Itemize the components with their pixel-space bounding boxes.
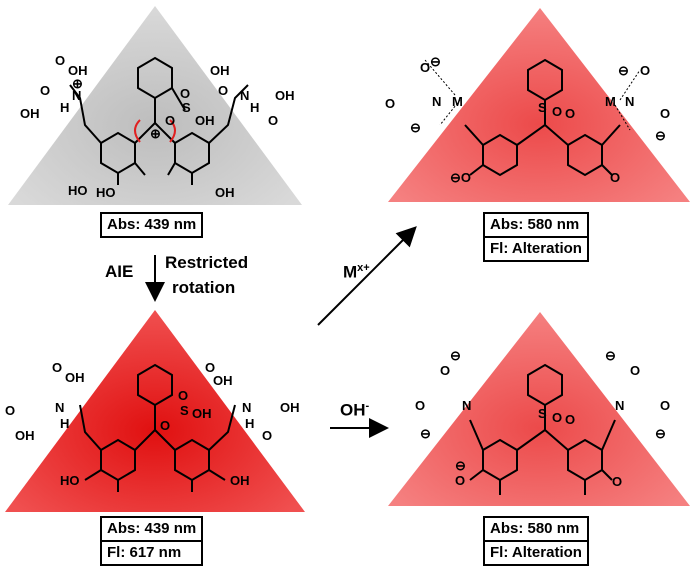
atom-label: ⊖ [410,120,421,135]
atom-label: OH [230,473,250,488]
atom-label: OH [215,185,235,200]
abs-value: Abs: 580 nm [490,520,580,537]
hydroxide-label: OH- [340,400,369,421]
atom-label: O [612,474,622,489]
atom-label: M [605,94,616,109]
atom-label: O [268,113,278,128]
atom-label: O [440,363,450,378]
atom-label: ⊕ [72,76,83,91]
atom-label: OH [68,63,88,78]
structure-bottom-left: OH O N H OH O S O OH O OH O N H OH O HO … [5,360,300,492]
metal-charge: x+ [357,262,370,274]
atom-label: ⊖ [655,426,666,441]
atom-label: H [250,100,259,115]
atom-label: N [72,88,81,103]
metal-ion-label: Mx+ [343,262,370,283]
abs-value: Abs: 439 nm [107,520,197,537]
atom-label: OH [15,428,35,443]
atom-label: H [245,416,254,431]
atom-label: O [218,83,228,98]
label-box-bottom-left: Abs: 439 nm Fl: 617 nm [100,516,204,566]
hydroxide-symbol: OH [340,400,366,420]
atom-label: ⊖ [430,54,441,69]
atom-label: HO [68,183,88,198]
atom-label: OH [20,106,40,121]
atom-label: N [615,398,624,413]
atom-label: O [552,104,562,119]
atom-label: N [625,94,634,109]
atom-label: O [565,412,575,427]
atom-label: ⊖ [655,128,666,143]
hydroxide-charge: - [365,400,370,412]
atom-label: N [55,400,64,415]
atom-label: ⊖ [455,458,466,473]
abs-value: Abs: 439 nm [107,216,197,233]
atom-label: O [565,106,575,121]
atom-label: O [165,113,175,128]
atom-label: OH [192,406,212,421]
atom-label: O [160,418,170,433]
atom-label: OH [213,373,233,388]
metal-arrow [317,226,417,326]
atom-label: H [60,100,69,115]
abs-value: Abs: 580 nm [490,216,580,233]
atom-label: M [452,94,463,109]
atom-label: OH [275,88,295,103]
atom-label: ⊖O [450,170,471,185]
atom-label: H [60,416,69,431]
restricted-label: Restricted [165,253,249,272]
atom-label: OH [280,400,300,415]
atom-label: N [432,94,441,109]
atom-label: S [180,403,189,418]
fl-value: Fl: Alteration [485,540,587,564]
atom-label: ⊕ [150,126,161,141]
atom-label: HO [60,473,80,488]
atom-label: O [40,83,50,98]
atom-label: OH [195,113,215,128]
atom-label: O [415,398,425,413]
atom-label: N [462,398,471,413]
label-box-bottom-right: Abs: 580 nm Fl: Alteration [483,516,589,566]
atom-label: O [552,410,562,425]
atom-label: O [205,360,215,375]
atom-label: OH [65,370,85,385]
fl-value: Fl: 617 nm [102,540,202,564]
atom-label: O [660,106,670,121]
atom-label: ⊖ [605,348,616,363]
atom-label: HO [96,185,116,200]
red-triangle-top-right [388,8,690,202]
atom-label: ⊖ [420,426,431,441]
atom-label: O [385,96,395,111]
atom-label: O [5,403,15,418]
atom-label: O [52,360,62,375]
atom-label: O [660,398,670,413]
atom-label: O [180,86,190,101]
atom-label: N [242,400,251,415]
atom-label: O [455,473,465,488]
atom-label: O [262,428,272,443]
atom-label: O [55,53,65,68]
rotation-label: rotation [172,278,236,297]
label-box-top-right: Abs: 580 nm Fl: Alteration [483,212,589,262]
structure-bottom-right: O ⊖ N O ⊖ S O O O ⊖ N O ⊖ O ⊖ O [415,348,670,495]
atom-label: O [178,388,188,403]
atom-label: O [640,63,650,78]
atom-label: OH [210,63,230,78]
aie-label: AIE [105,262,134,281]
atom-label: S [182,100,191,115]
red-triangle-bottom-right [388,312,690,506]
atom-label: ⊖ [450,348,461,363]
atom-label: O [630,363,640,378]
metal-symbol: M [343,262,358,282]
abs-label-top-left: Abs: 439 nm [100,212,204,238]
atom-label: S [538,406,547,421]
atom-label: S [538,100,547,115]
atom-label: N [240,88,249,103]
structure-top-left: OH N ⊕ H OH O O HO OH O N H OH O S O O O… [20,53,295,200]
structure-top-right: O ⊖ N M O ⊖ S O O O ⊖ N M O ⊖ ⊖O O [385,54,670,185]
atom-label: O [610,170,620,185]
fl-value: Fl: Alteration [485,236,587,260]
atom-label: O [420,60,430,75]
atom-label: ⊖ [618,63,629,78]
